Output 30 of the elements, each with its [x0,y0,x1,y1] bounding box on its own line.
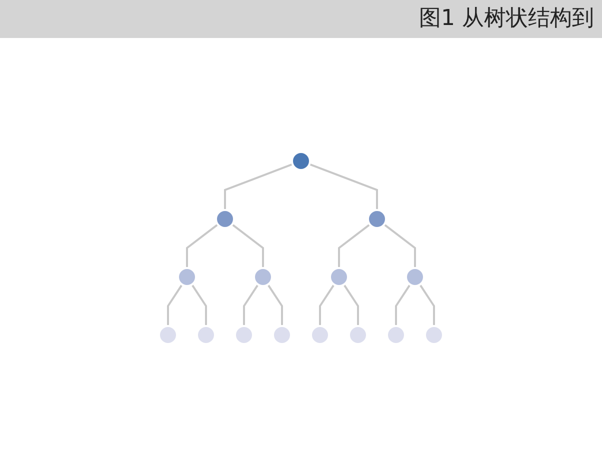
connector [167,283,183,326]
node-circle [177,266,197,286]
connector [395,283,411,326]
node-circle [424,324,444,344]
connector [186,223,218,268]
connector [224,162,293,210]
connector [191,283,207,326]
connector [243,283,259,326]
connector [267,283,283,326]
node-circle [291,150,311,170]
node-circle [234,324,254,344]
node-circle [196,324,216,344]
node-circle [329,266,349,286]
node-circle [405,266,425,286]
node-circle [272,324,292,344]
node-circle [386,324,406,344]
title-bar: 图1 从树状结构到 [0,0,602,38]
node-circle [348,324,368,344]
connector [343,283,359,326]
node-circle [215,208,235,228]
connector [384,223,416,268]
node-circle [310,324,330,344]
connector [319,283,335,326]
connector [338,223,370,268]
connector [309,162,378,210]
connector [232,223,264,268]
node-circle [253,266,273,286]
node-circle [367,208,387,228]
node-circle [158,324,178,344]
connector [419,283,435,326]
